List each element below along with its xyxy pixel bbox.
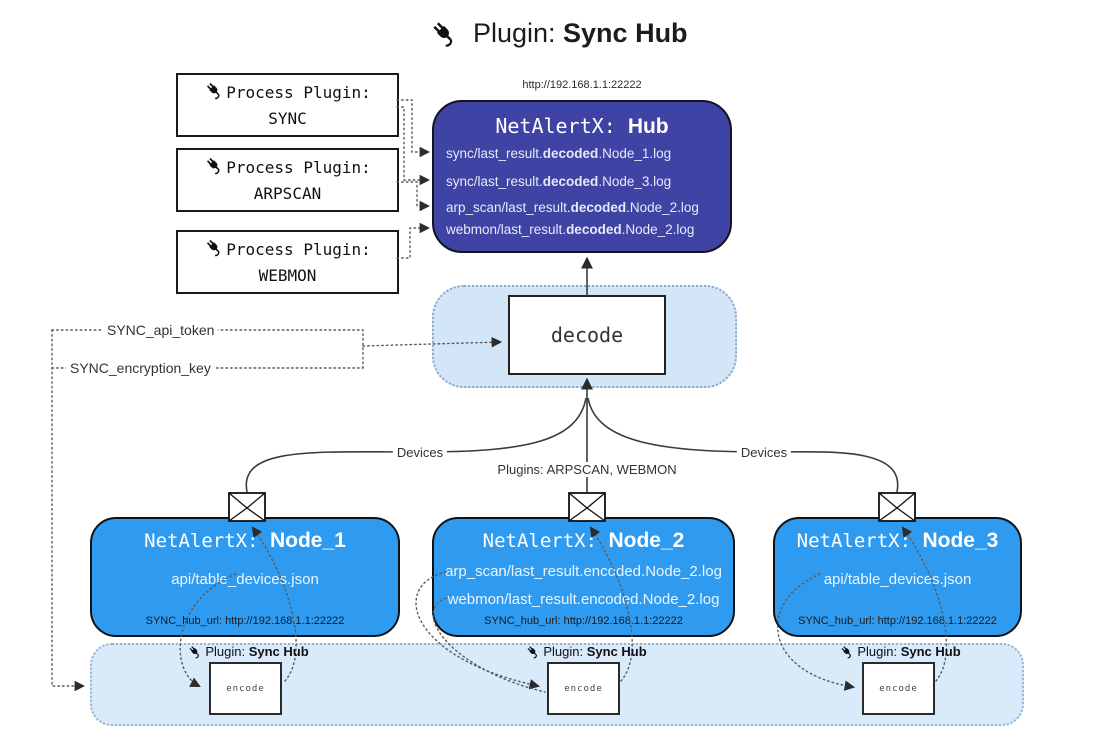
page-title: Plugin: Sync Hub xyxy=(0,18,1117,55)
process-plugin-label: Process Plugin: xyxy=(226,240,371,259)
devices-label-right: Devices xyxy=(736,445,792,460)
title-prefix: Plugin: xyxy=(472,18,556,48)
plug-icon xyxy=(204,80,224,107)
process-plugin-arpscan: Process Plugin: ARPSCAN xyxy=(176,148,399,212)
decode-label: decode xyxy=(550,323,624,347)
sync-api-token-label: SYNC_api_token xyxy=(103,322,219,338)
sync-encryption-key-label: SYNC_encryption_key xyxy=(66,360,215,376)
decode-box: decode xyxy=(508,295,666,375)
hub-title-name: Hub xyxy=(627,115,669,138)
hub-log-line: webmon/last_result.decoded.Node_2.log xyxy=(446,222,695,237)
hub-title: NetAlertX: Hub xyxy=(434,114,730,139)
process-plugin-label: Process Plugin: xyxy=(226,83,371,102)
encode-label: encode xyxy=(879,683,918,694)
node-1-box: NetAlertX: Node_1 api/table_devices.json… xyxy=(90,517,400,637)
plug-icon xyxy=(839,646,854,662)
plugins-label-center: Plugins: ARPSCAN, WEBMON xyxy=(493,462,681,477)
hub-url: http://192.168.1.1:22222 xyxy=(522,79,642,91)
encode-label: encode xyxy=(564,683,603,694)
plug-icon xyxy=(525,646,540,662)
process-plugin-name: ARPSCAN xyxy=(253,183,322,203)
hub-log-line: sync/last_result.decoded.Node_1.log xyxy=(446,146,672,161)
hub-title-prefix: NetAlertX: xyxy=(495,114,616,138)
plug-icon xyxy=(429,22,467,54)
envelope-icon xyxy=(878,492,916,527)
process-plugin-webmon: Process Plugin: WEBMON xyxy=(176,230,399,294)
process-plugin-name: SYNC xyxy=(268,108,307,128)
devices-label-left: Devices xyxy=(392,445,448,460)
hub-log-line: sync/last_result.decoded.Node_3.log xyxy=(446,174,672,189)
band-plugin-label-2: Plugin: Sync Hub xyxy=(525,644,647,662)
plug-icon xyxy=(187,646,202,662)
process-plugin-sync: Process Plugin: SYNC xyxy=(176,73,399,137)
envelope-icon xyxy=(228,492,266,527)
encode-label: encode xyxy=(226,683,265,694)
title-name: Sync Hub xyxy=(563,18,688,48)
envelope-icon xyxy=(568,492,606,527)
hub-box: NetAlertX: Hub sync/last_result.decoded.… xyxy=(432,100,732,253)
band-plugin-label-1: Plugin: Sync Hub xyxy=(187,644,309,662)
encode-box-2: encode xyxy=(547,662,620,715)
plug-icon xyxy=(204,237,224,264)
process-plugin-label: Process Plugin: xyxy=(226,158,371,177)
process-plugin-name: WEBMON xyxy=(258,265,317,285)
plug-icon xyxy=(204,155,224,182)
band-plugin-label-3: Plugin: Sync Hub xyxy=(839,644,961,662)
hub-log-line: arp_scan/last_result.decoded.Node_2.log xyxy=(446,200,699,215)
